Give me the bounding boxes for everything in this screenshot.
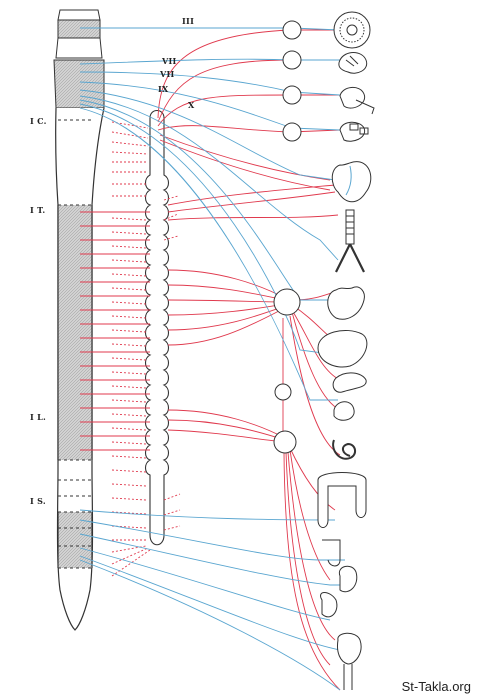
- sacral-segment-label: I S.: [30, 496, 47, 506]
- sympathetic-trunk: [144, 109, 170, 546]
- ciliary-ganglion: [282, 20, 302, 40]
- trachea-organ: [335, 209, 365, 273]
- adrenal-organ: [333, 401, 355, 421]
- eye-organ: [333, 11, 371, 49]
- small-intestine-organ: [332, 439, 356, 460]
- cranial-nerve-iii-label: III: [182, 16, 195, 26]
- bladder-organ: [338, 565, 358, 593]
- pancreas-organ: [332, 372, 367, 393]
- cervical-segment-label: I C.: [30, 116, 47, 126]
- lacrimal-gland-organ: [338, 52, 368, 74]
- parasympathetic-fibers: [79, 27, 345, 691]
- celiac-ganglion: [273, 288, 301, 316]
- lumbar-segment-label: I L.: [30, 412, 47, 422]
- cranial-nerve-ix-label: IX: [158, 84, 169, 94]
- colon-organ: [317, 472, 367, 567]
- ganglia: [273, 20, 302, 454]
- organs: [317, 11, 375, 690]
- stomach-organ: [327, 286, 365, 320]
- cranial-nerve-x-label: X: [188, 100, 195, 110]
- submaxillary-gland-organ: [339, 87, 375, 115]
- otic-ganglion: [282, 122, 302, 142]
- heart-organ: [331, 161, 372, 203]
- parotid-gland-organ: [339, 121, 369, 142]
- submaxillary-ganglion: [282, 85, 302, 105]
- sphenopalatine-ganglion: [282, 50, 302, 70]
- thoracic-segment-label: I T.: [30, 205, 46, 215]
- watermark-text: St-Takla.org: [401, 679, 471, 694]
- rectum-organ: [320, 592, 338, 618]
- superior-mesenteric-ganglion: [274, 383, 292, 401]
- spinal-cord: [53, 9, 105, 631]
- cranial-nerve-vii-label-a: VII: [162, 56, 177, 66]
- genital-organ: [337, 632, 362, 690]
- liver-organ: [317, 330, 368, 368]
- cranial-nerve-vii-label-b: VII: [160, 69, 175, 79]
- inferior-mesenteric-ganglion: [273, 430, 297, 454]
